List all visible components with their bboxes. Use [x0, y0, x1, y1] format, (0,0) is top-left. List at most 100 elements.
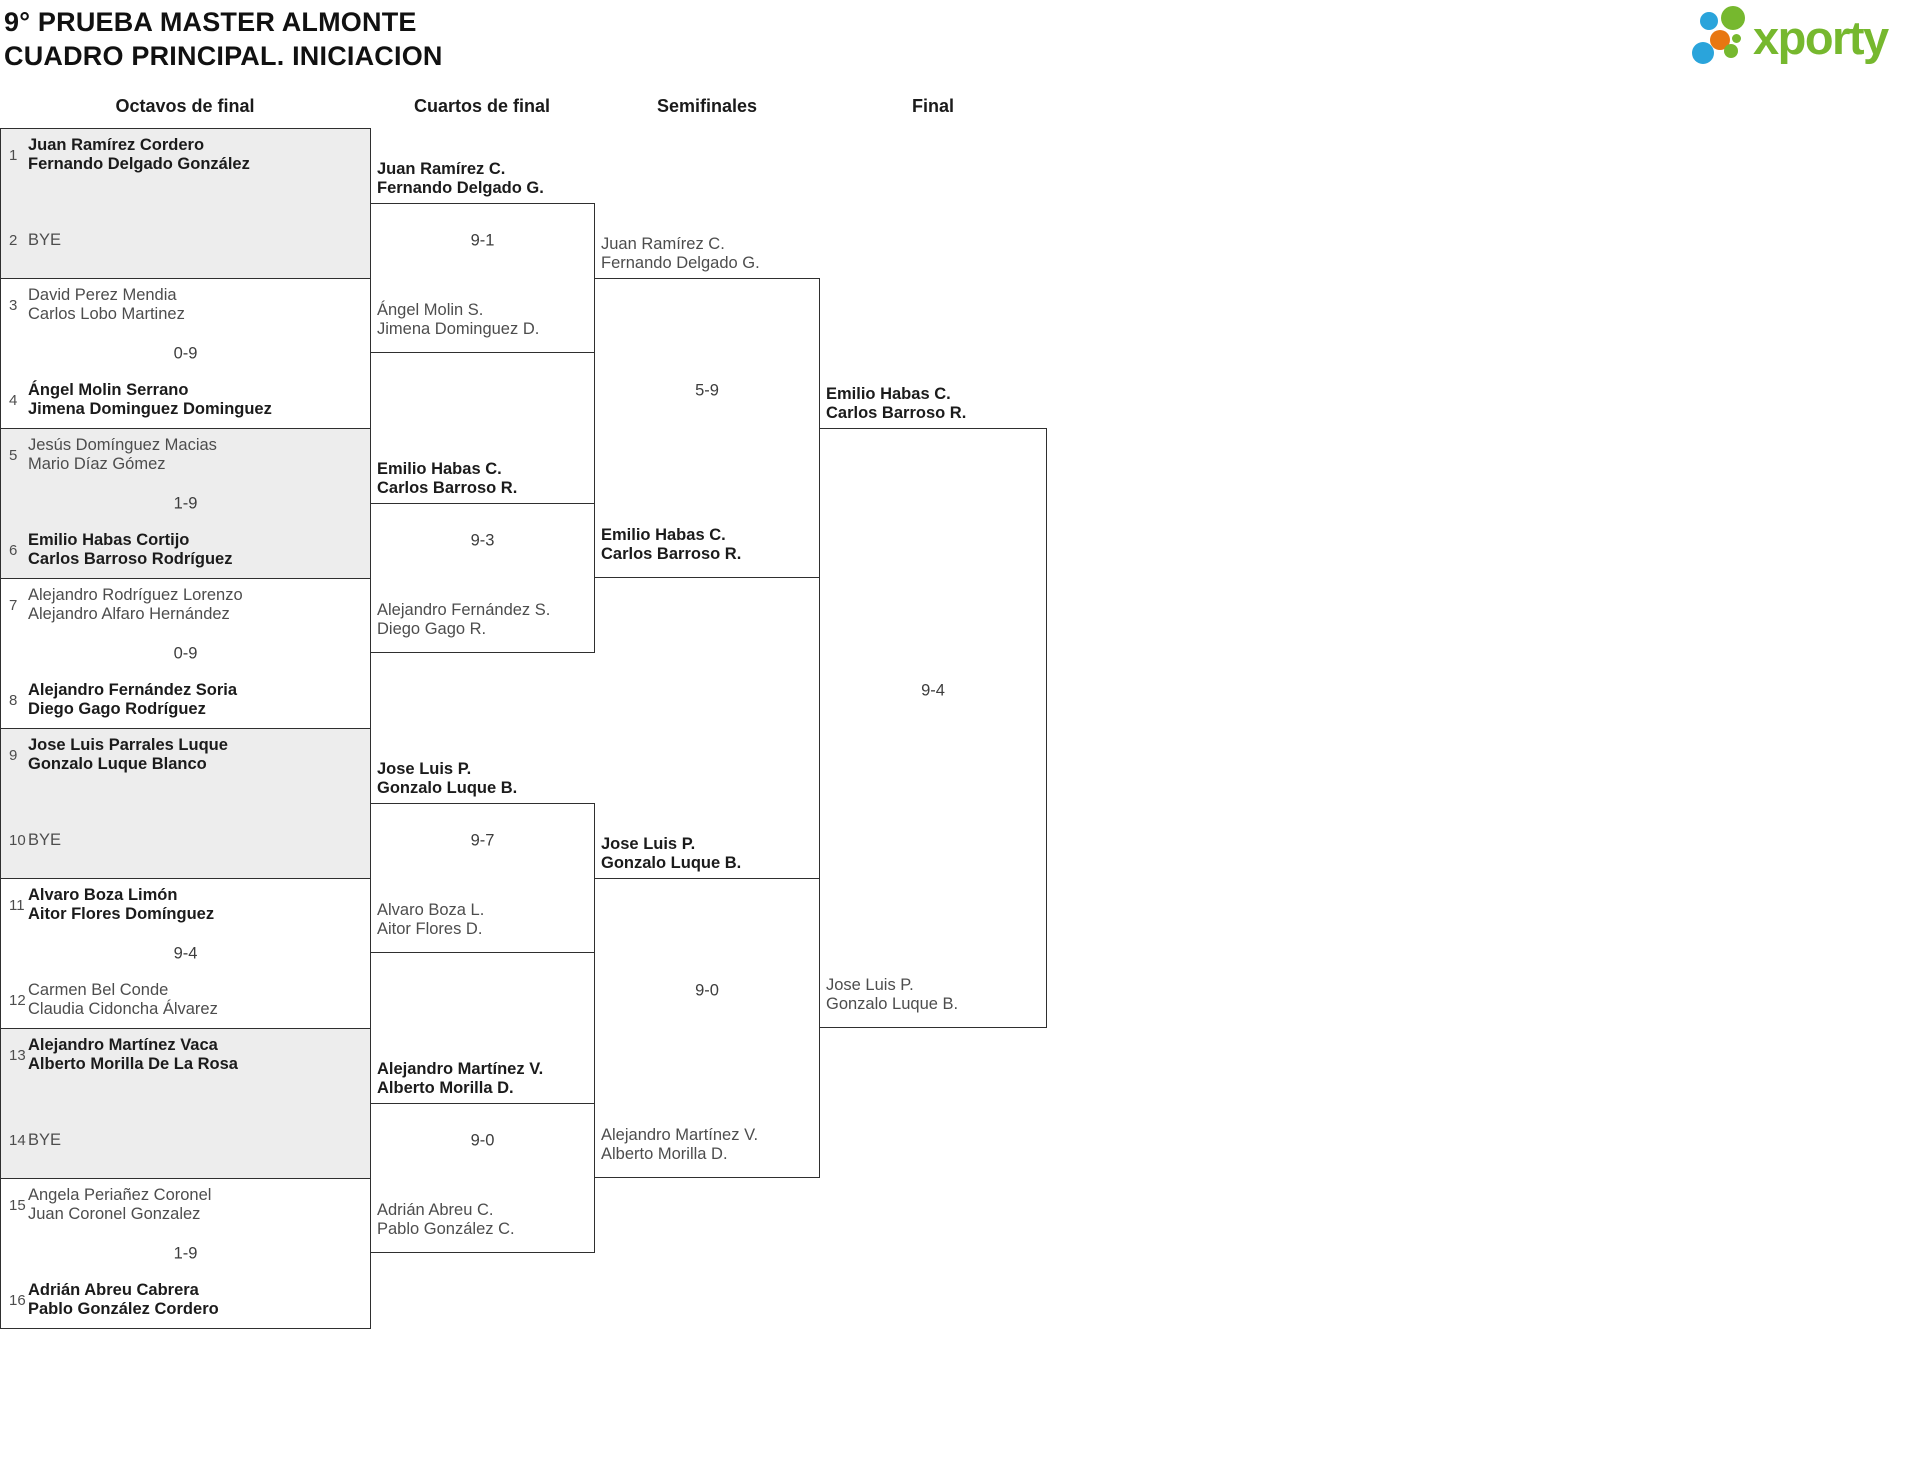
- team-line-1: Juan Ramírez C.: [601, 235, 725, 253]
- team-name-winner: Jose Luis Parrales Luque Gonzalo Luque B…: [28, 736, 228, 774]
- semifinal-match-1: Juan Ramírez C. Fernando Delgado G. 5-9 …: [594, 235, 820, 578]
- seed-number: 16: [9, 1291, 26, 1309]
- cuartos-match-1: Juan Ramírez C. Fernando Delgado G. 9-1 …: [370, 160, 595, 353]
- team-name-winner: Ángel Molin Serrano Jimena Dominguez Dom…: [28, 381, 272, 419]
- seed-number: 15: [9, 1196, 26, 1214]
- octavos-match-2: 3 David Perez Mendia Carlos Lobo Martine…: [0, 278, 371, 428]
- team-name-runnerup: Jose Luis P. Gonzalo Luque B.: [826, 976, 958, 1014]
- team-line-2: Jimena Dominguez D.: [377, 320, 540, 338]
- team-name-loser: Alejandro Fernández S. Diego Gago R.: [377, 601, 550, 639]
- team-name-winner: Alvaro Boza Limón Aitor Flores Domínguez: [28, 886, 214, 924]
- team-line-2: Gonzalo Luque B.: [601, 854, 742, 872]
- team-line-2: Gonzalo Luque Blanco: [28, 755, 207, 773]
- team-line-2: Fernando Delgado G.: [601, 254, 760, 272]
- team-line-2: Fernando Delgado González: [28, 155, 250, 173]
- team-line-2: Carlos Barroso R.: [601, 545, 742, 563]
- seed-number: 9: [9, 746, 18, 764]
- logo-dot-blue-large-icon: [1692, 42, 1714, 64]
- round-header-semifinales: Semifinales: [656, 96, 758, 116]
- team-name-loser: Angela Periañez Coronel Juan Coronel Gon…: [28, 1186, 211, 1224]
- team-line-2: Alejandro Alfaro Hernández: [28, 605, 230, 623]
- team-name-bye: BYE: [28, 831, 61, 850]
- octavos-match-7: 13 Alejandro Martínez Vaca Alberto Moril…: [0, 1028, 371, 1178]
- title-line1: 9° PRUEBA MASTER ALMONTE: [4, 7, 417, 37]
- team-line-2: Diego Gago R.: [377, 620, 487, 638]
- team-line-1: Alvaro Boza Limón: [28, 886, 178, 904]
- team-line-1: Alejandro Fernández S.: [377, 601, 551, 619]
- team-line-1: Jose Luis P.: [377, 760, 472, 778]
- team-line-1: Emilio Habas C.: [377, 460, 502, 478]
- logo-dot-blue-small-icon: [1700, 12, 1718, 30]
- team-line-1: Adrián Abreu Cabrera: [28, 1281, 199, 1299]
- team-name-loser: Juan Ramírez C. Fernando Delgado G.: [601, 235, 760, 273]
- team-line-1: Alvaro Boza L.: [377, 901, 485, 919]
- seed-number: 11: [9, 896, 25, 914]
- match-score: 1-9: [173, 1244, 198, 1262]
- round-header-octavos: Octavos de final: [115, 96, 255, 116]
- team-line-2: Jimena Dominguez Dominguez: [28, 400, 272, 418]
- team-line-2: Alberto Morilla D.: [601, 1145, 728, 1163]
- team-line-1: Jose Luis P.: [826, 976, 914, 994]
- final-match: Emilio Habas C. Carlos Barroso R. 9-4 Jo…: [819, 385, 1047, 1028]
- octavos-match-3: 5 Jesús Domínguez Macias Mario Díaz Góme…: [0, 428, 371, 578]
- team-line-2: Aitor Flores D.: [377, 920, 483, 938]
- team-line-1: Juan Ramírez Cordero: [28, 136, 205, 154]
- cuartos-match-3: Jose Luis P. Gonzalo Luque B. 9-7 Alvaro…: [370, 760, 595, 953]
- logo-dot-green-small-icon: [1724, 44, 1738, 58]
- seed-number: 5: [9, 446, 18, 464]
- team-name-winner: Jose Luis P. Gonzalo Luque B.: [601, 835, 741, 873]
- team-name-winner: Juan Ramírez Cordero Fernando Delgado Go…: [28, 136, 250, 174]
- team-line-1: Alejandro Rodríguez Lorenzo: [28, 586, 243, 604]
- team-line-2: Gonzalo Luque B.: [377, 779, 518, 797]
- title-line2: CUADRO PRINCIPAL. INICIACION: [4, 41, 443, 71]
- team-name-winner: Alejandro Martínez Vaca Alberto Morilla …: [28, 1036, 238, 1074]
- team-line-2: Aitor Flores Domínguez: [28, 905, 215, 923]
- seed-number: 4: [9, 391, 18, 409]
- team-name-winner: Emilio Habas Cortijo Carlos Barroso Rodr…: [28, 531, 232, 569]
- logo-dot-green-tiny-icon: [1732, 34, 1741, 43]
- team-line-1: BYE: [28, 1131, 62, 1149]
- team-line-1: Jose Luis Parrales Luque: [28, 736, 228, 754]
- team-name-bye: BYE: [28, 231, 61, 250]
- team-name-winner: Alejandro Fernández Soria Diego Gago Rod…: [28, 681, 237, 719]
- octavos-match-5: 9 Jose Luis Parrales Luque Gonzalo Luque…: [0, 728, 371, 878]
- team-name-loser: Alejandro Rodríguez Lorenzo Alejandro Al…: [28, 586, 243, 624]
- match-score: 9-4: [921, 681, 945, 699]
- team-name-loser: David Perez Mendia Carlos Lobo Martinez: [28, 286, 185, 324]
- match-score: 0-9: [173, 344, 198, 362]
- team-line-1: Jose Luis P.: [601, 835, 696, 853]
- team-name-winner: Emilio Habas C. Carlos Barroso R.: [377, 460, 517, 498]
- round-header-cuartos: Cuartos de final: [413, 96, 551, 116]
- team-name-winner: Emilio Habas C. Carlos Barroso R.: [601, 526, 741, 564]
- seed-number: 3: [9, 296, 18, 314]
- team-line-2: Carlos Barroso Rodríguez: [28, 550, 233, 568]
- match-score: 1-9: [173, 494, 198, 512]
- team-line-1: Alejandro Martínez V.: [601, 1126, 759, 1144]
- xporty-logo[interactable]: xporty: [1690, 0, 1920, 80]
- team-name-loser: Carmen Bel Conde Claudia Cidoncha Álvare…: [28, 981, 218, 1019]
- team-line-1: BYE: [28, 231, 62, 249]
- team-line-2: Gonzalo Luque B.: [826, 995, 959, 1013]
- octavos-match-8: 15 Angela Periañez Coronel Juan Coronel …: [0, 1178, 371, 1329]
- team-line-1: Ángel Molin S.: [377, 301, 484, 319]
- team-name-loser: Alvaro Boza L. Aitor Flores D.: [377, 901, 484, 939]
- team-line-2: Mario Díaz Gómez: [28, 455, 166, 473]
- team-line-1: Angela Periañez Coronel: [28, 1186, 212, 1204]
- semifinal-match-2: Jose Luis P. Gonzalo Luque B. 9-0 Alejan…: [594, 835, 820, 1178]
- match-score: 5-9: [695, 381, 719, 399]
- seed-number: 8: [9, 691, 18, 709]
- seed-number: 1: [9, 146, 18, 164]
- cuartos-match-2: Emilio Habas C. Carlos Barroso R. 9-3 Al…: [370, 460, 595, 653]
- match-score: 9-0: [470, 1131, 495, 1149]
- team-name-winner: Jose Luis P. Gonzalo Luque B.: [377, 760, 517, 798]
- team-line-1: Adrián Abreu C.: [377, 1201, 494, 1219]
- match-score: 9-1: [470, 231, 495, 249]
- team-line-1: Alejandro Martínez V.: [377, 1060, 544, 1078]
- team-line-1: Emilio Habas C.: [601, 526, 726, 544]
- team-line-1: Alejandro Martínez Vaca: [28, 1036, 218, 1054]
- team-line-2: Carlos Barroso R.: [377, 479, 518, 497]
- match-score: 9-4: [173, 944, 198, 962]
- team-line-2: Carlos Lobo Martinez: [28, 305, 185, 323]
- seed-number: 10: [9, 832, 26, 849]
- team-line-1: BYE: [28, 831, 62, 849]
